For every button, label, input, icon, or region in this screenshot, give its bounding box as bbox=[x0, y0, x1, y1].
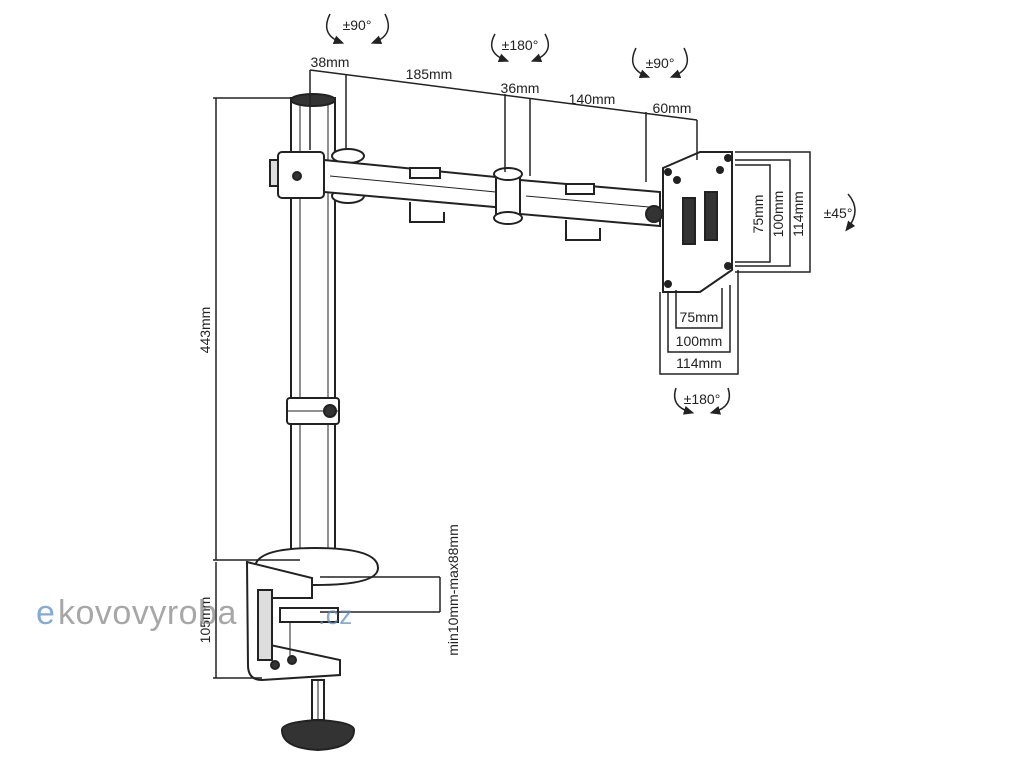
watermark-name: kovovyroba bbox=[58, 594, 237, 632]
clamp-height-label: 105mm bbox=[197, 597, 213, 644]
dim-38mm: 38mm bbox=[311, 54, 350, 70]
rotation-top-left-label: ±90° bbox=[343, 17, 372, 33]
vesa-horizontal-75: 75mm bbox=[680, 309, 719, 325]
vesa-vertical-100: 100mm bbox=[770, 191, 786, 238]
rotation-top-right-label: ±90° bbox=[646, 55, 675, 71]
desk-thickness-bracket bbox=[320, 576, 441, 613]
arm-segment-1 bbox=[323, 158, 507, 223]
pole-height-line bbox=[213, 97, 300, 561]
rotation-arcs bbox=[325, 13, 856, 415]
vesa-horizontal-114: 114mm bbox=[676, 355, 722, 371]
rotation-top-middle-label: ±180° bbox=[502, 37, 539, 53]
vesa-plate bbox=[662, 151, 733, 293]
dim-60mm: 60mm bbox=[653, 100, 692, 116]
vesa-horizontal-100: 100mm bbox=[676, 333, 723, 349]
watermark-prefix: e bbox=[36, 594, 55, 632]
pole-height-label: 443mm bbox=[197, 307, 213, 354]
top-dimension-lines bbox=[309, 69, 698, 182]
elbow-joint bbox=[493, 167, 523, 225]
vesa-horizontal-brackets bbox=[659, 270, 739, 375]
vesa-vertical-brackets bbox=[735, 151, 811, 273]
desk-thickness-label: min10mm-max88mm bbox=[445, 524, 461, 655]
dim-36mm: 36mm bbox=[501, 80, 540, 96]
shoulder-joint bbox=[269, 148, 365, 204]
rotation-bottom-label: ±180° bbox=[684, 391, 721, 407]
watermark-logo: e kovovyroba .cz bbox=[36, 594, 353, 632]
vesa-vertical-114: 114mm bbox=[790, 191, 806, 237]
dim-185mm: 185mm bbox=[406, 66, 453, 82]
rotation-tilt-label: ±45° bbox=[824, 205, 853, 221]
watermark-suffix: .cz bbox=[318, 600, 353, 630]
desk-clamp bbox=[245, 560, 356, 752]
arm-segment-2 bbox=[519, 178, 663, 241]
clamp-height-line bbox=[213, 562, 262, 679]
dim-140mm: 140mm bbox=[569, 91, 616, 107]
vesa-vertical-75: 75mm bbox=[750, 195, 766, 234]
pole-collar bbox=[286, 397, 340, 425]
